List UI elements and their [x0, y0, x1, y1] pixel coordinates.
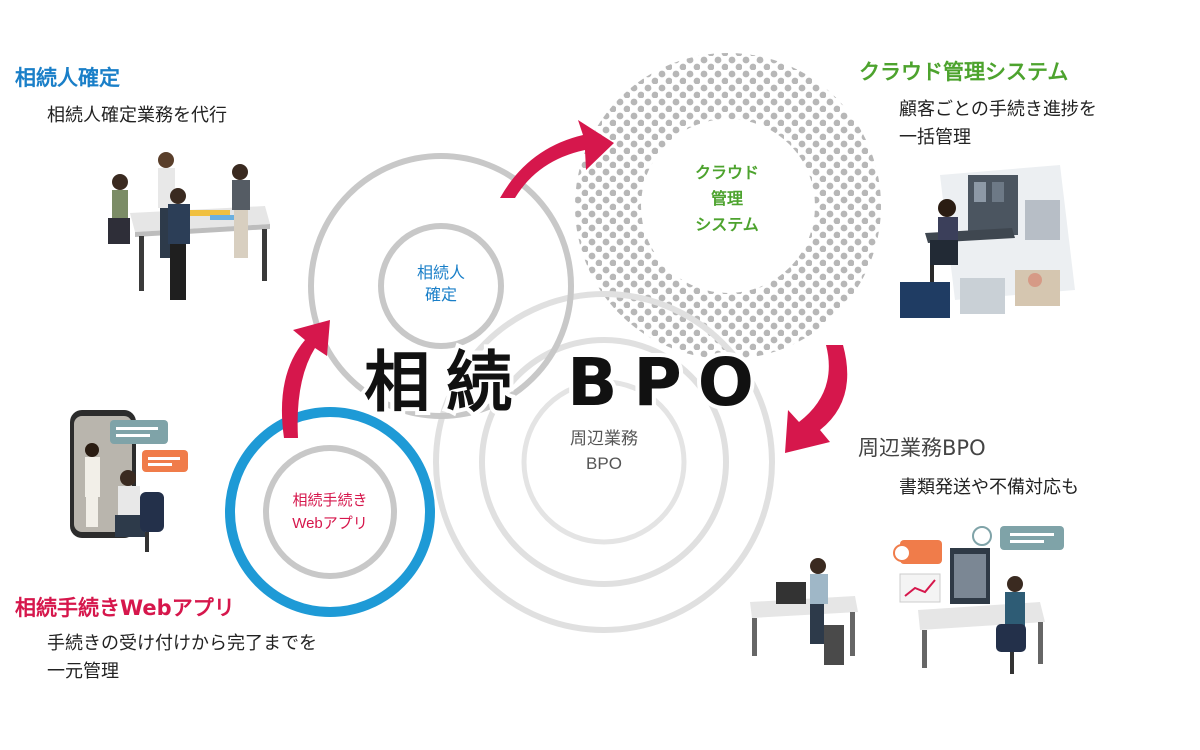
- control-room-illustration: [900, 165, 1075, 318]
- inheritor-circle-label-2: 確定: [425, 286, 457, 304]
- inheritor-rings: [308, 153, 574, 419]
- peripheral-rings: [433, 291, 775, 633]
- arrow-inheritor-to-cloud: [500, 120, 614, 198]
- cloud-description-line-2: 一括管理: [899, 127, 971, 148]
- arrow-webapp-to-inheritor: [281, 320, 330, 438]
- webapp-description-line-2: 一元管理: [47, 661, 119, 682]
- office-workers-illustration: [750, 526, 1064, 674]
- peripheral-circle-label-2: BPO: [586, 454, 622, 473]
- inheritor-heading: 相続人確定: [15, 66, 120, 90]
- main-title: 相続 BPO: [364, 344, 770, 421]
- cloud-circle-label-3: システム: [695, 217, 759, 234]
- peripheral-heading: 周辺業務BPO: [858, 436, 986, 460]
- smartphone-chat-illustration: [70, 410, 188, 552]
- webapp-circle-label-1: 相続手続き: [292, 492, 367, 509]
- inheritor-description: 相続人確定業務を代行: [47, 105, 227, 126]
- cloud-description-line-1: 顧客ごとの手続き進捗を: [899, 99, 1097, 120]
- peripheral-circle-label-1: 周辺業務: [570, 429, 638, 448]
- flow-arrows: [281, 120, 848, 453]
- webapp-description-line-1: 手続きの受け付けから完了までを: [47, 633, 317, 654]
- cloud-heading: クラウド管理システム: [859, 60, 1069, 84]
- cloud-ring: [575, 53, 881, 359]
- peripheral-description: 書類発送や不備対応も: [899, 477, 1079, 498]
- cloud-circle-label-2: 管理: [711, 189, 743, 208]
- webapp-heading: 相続手続きWebアプリ: [15, 596, 235, 620]
- inheritor-circle-label-1: 相続人: [417, 264, 465, 282]
- webapp-circle-label-2: Webアプリ: [292, 515, 368, 532]
- arrow-cloud-to-peripheral: [785, 345, 848, 453]
- team-meeting-illustration: [108, 152, 270, 300]
- webapp-rings: [225, 407, 435, 617]
- cloud-circle-label-1: クラウド: [695, 164, 759, 182]
